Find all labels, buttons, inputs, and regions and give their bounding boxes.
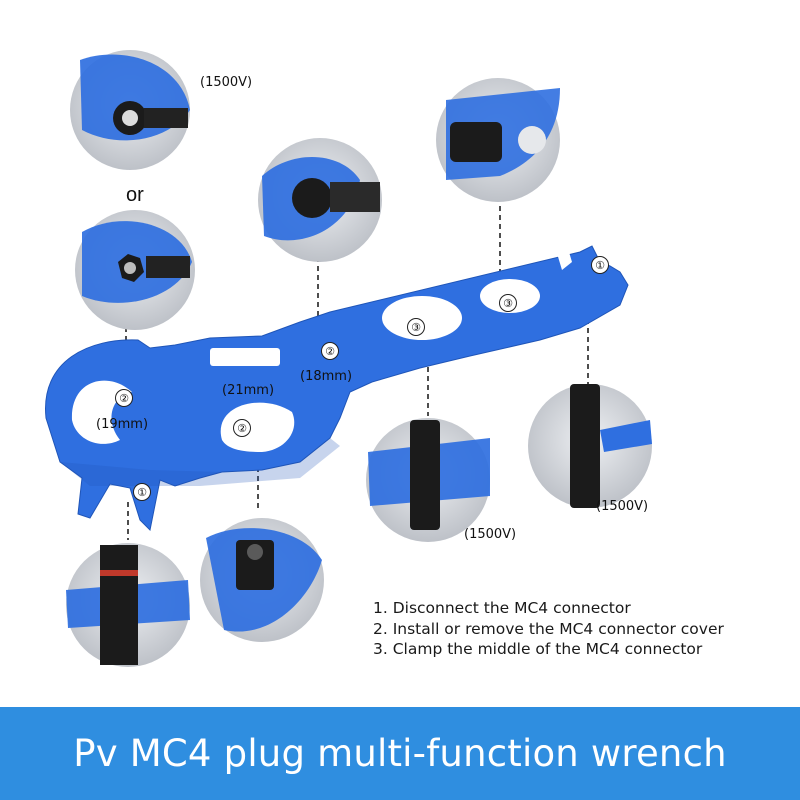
detail-circle-right: [528, 384, 652, 508]
instruction-item: 1. Disconnect the MC4 connector: [373, 599, 631, 617]
voltage-label-right: (1500V): [596, 499, 649, 514]
size-label-18mm: (18mm): [300, 369, 353, 384]
detail-circle-bottom-left: [66, 543, 190, 667]
size-label-21mm: (21mm): [222, 383, 275, 398]
marker-3-right: ③: [499, 294, 517, 312]
marker-2-left: ②: [115, 389, 133, 407]
wrench-body: [45, 242, 629, 532]
marker-2-lower: ②: [233, 419, 251, 437]
instruction-item: 3. Clamp the middle of the MC4 connector: [373, 640, 703, 658]
instruction-item: 2. Install or remove the MC4 connector c…: [373, 619, 724, 638]
marker-1-right: ①: [591, 256, 609, 274]
voltage-label-middle: (1500V): [464, 527, 517, 542]
detail-circle-top-right: [436, 78, 560, 202]
detail-circle-bottom-center: [200, 518, 324, 642]
marker-2-center: ②: [321, 342, 339, 360]
detail-circle-center-bottom: [366, 418, 490, 542]
marker-1-left: ①: [133, 483, 151, 501]
detail-circle-top-left: [70, 50, 190, 170]
marker-3-left: ③: [407, 318, 425, 336]
size-label-19mm: (19mm): [96, 417, 149, 432]
title-banner: Pv MC4 plug multi-function wrench: [0, 707, 800, 800]
instruction-list: 1. Disconnect the MC4 connector 2. Insta…: [373, 598, 724, 660]
voltage-label-top-left: (1500V): [200, 75, 253, 90]
detail-circle-left-middle: [75, 210, 195, 330]
detail-circle-center-top: [258, 138, 382, 262]
or-label: or: [126, 184, 144, 206]
banner-title: Pv MC4 plug multi-function wrench: [73, 732, 727, 775]
wrench-illustration: [45, 50, 652, 667]
